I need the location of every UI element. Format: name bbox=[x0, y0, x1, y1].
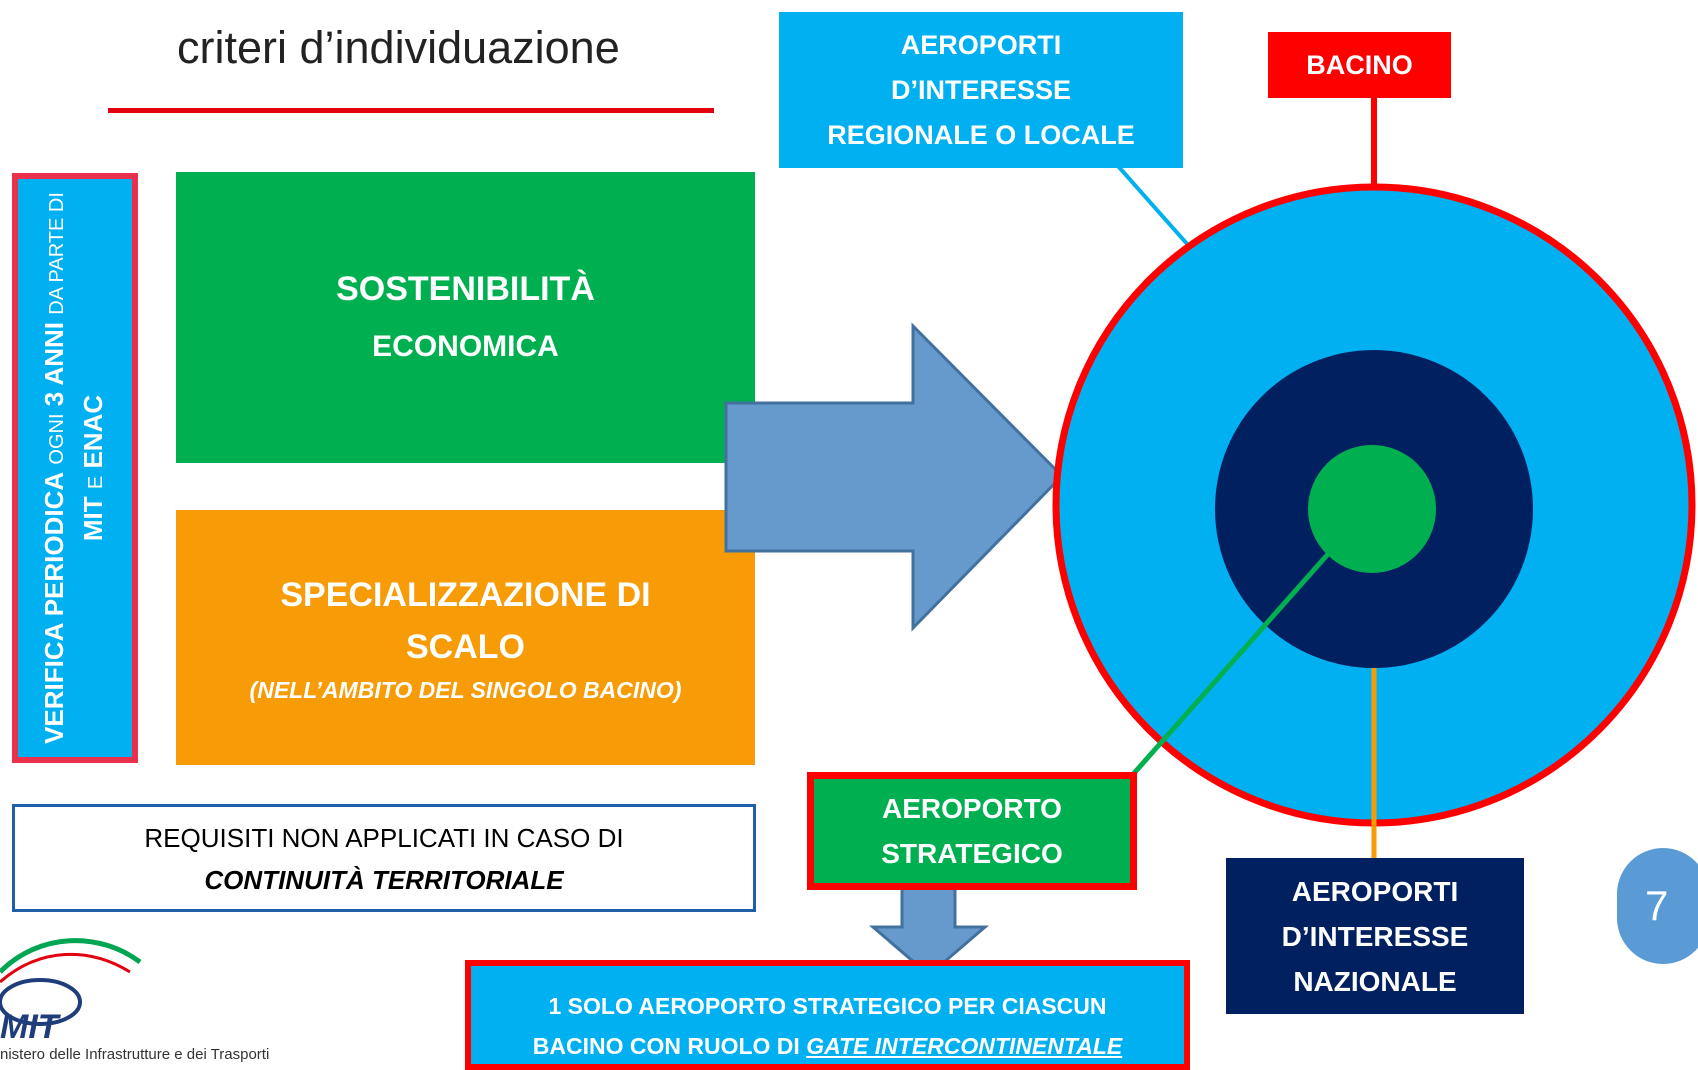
strategic-line2: STRATEGICO bbox=[881, 838, 1063, 869]
regional-line2: D’INTERESSE bbox=[890, 74, 1072, 105]
specialization-subtitle: (NELL’AMBITO DEL SINGOLO BACINO) bbox=[249, 676, 682, 703]
regional-airports-label: AEROPORTI D’INTERESSE REGIONALE O LOCALE bbox=[779, 12, 1183, 168]
bacino-label: BACINO bbox=[1268, 32, 1451, 98]
periodic-verification-box: VERIFICA PERIODICA OGNI 3 ANNI DA PARTE … bbox=[12, 173, 138, 763]
ministry-name: nistero delle Infrastrutture e dei Trasp… bbox=[0, 1046, 270, 1063]
economic-sustainability-line2: ECONOMICA bbox=[372, 329, 559, 363]
title-underline bbox=[108, 108, 714, 113]
slide-title: criteri d’individuazione bbox=[177, 22, 620, 73]
economic-sustainability-line1: SOSTENIBILITÀ bbox=[336, 269, 595, 308]
gate-intercontinental-text: GATE INTERCONTINENTALE bbox=[806, 1033, 1123, 1059]
one-strategic-airport-box: 1 SOLO AEROPORTO STRATEGICO PER CIASCUN … bbox=[465, 960, 1190, 1070]
specialization-line2: SCALO bbox=[406, 627, 525, 666]
national-line3: NAZIONALE bbox=[1293, 965, 1457, 997]
national-line1: AEROPORTI bbox=[1291, 875, 1459, 907]
requirements-line1: REQUISITI NON APPLICATI IN CASO DI bbox=[144, 823, 624, 853]
one-strategic-line2-prefix: BACINO CON RUOLO DI bbox=[532, 1033, 800, 1059]
strategic-circle bbox=[1308, 445, 1436, 573]
regional-line1: AEROPORTI bbox=[900, 29, 1062, 60]
specialization-line1: SPECIALIZZAZIONE DI bbox=[280, 575, 651, 614]
one-strategic-line2: BACINO CON RUOLO DI GATE INTERCONTINENTA… bbox=[471, 1026, 1184, 1066]
strategic-connector bbox=[1126, 552, 1330, 782]
requirements-line2: CONTINUITÀ TERRITORIALE bbox=[204, 865, 564, 895]
mit-logo: MIT bbox=[0, 938, 142, 1042]
strategic-line1: AEROPORTO bbox=[882, 793, 1062, 824]
airport-specialization-box: SPECIALIZZAZIONE DI SCALO (NELL’AMBITO D… bbox=[176, 510, 755, 765]
page-number: 7 bbox=[1617, 848, 1698, 964]
requirements-note-box: REQUISITI NON APPLICATI IN CASO DI CONTI… bbox=[12, 804, 756, 912]
strategic-airport-label: AEROPORTO STRATEGICO bbox=[807, 772, 1137, 890]
national-line2: D’INTERESSE bbox=[1281, 920, 1469, 952]
regional-connector bbox=[1116, 164, 1198, 256]
regional-line3: REGIONALE O LOCALE bbox=[827, 119, 1135, 150]
one-strategic-line1: 1 SOLO AEROPORTO STRATEGICO PER CIASCUN bbox=[548, 993, 1107, 1019]
right-arrow bbox=[724, 322, 1065, 632]
economic-sustainability-box: SOSTENIBILITÀ ECONOMICA bbox=[176, 172, 755, 463]
logo-mark-text: MIT bbox=[0, 1008, 62, 1042]
national-airports-label: AEROPORTI D’INTERESSE NAZIONALE bbox=[1226, 858, 1524, 1014]
